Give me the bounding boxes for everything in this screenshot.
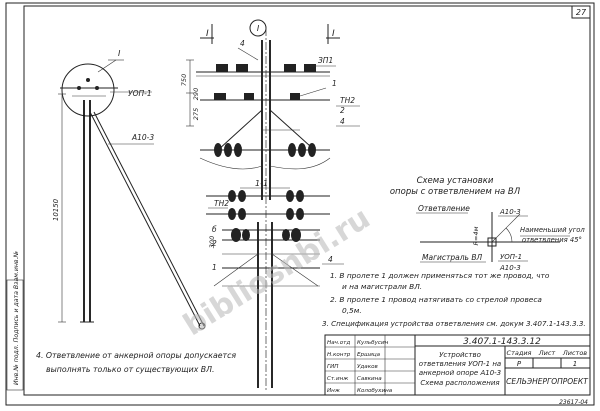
sheet-number: 27: [576, 8, 587, 17]
callout-zp1: ЗП1: [318, 56, 333, 65]
stamp-name-0: Кульбусин: [357, 340, 389, 346]
inner-frame: [23, 5, 591, 396]
title-block: Нач.отд Н.контр ГИП Ст.инж Инж Кульбусин…: [324, 334, 591, 396]
detail-circle: [61, 63, 115, 117]
callout-4-low: 4: [328, 255, 333, 264]
stamp-title-1: Устройство: [439, 351, 481, 359]
scheme-label-uop: УОП-1: [500, 253, 522, 261]
note-4a: 4. Ответвление от анкерной опоры допуска…: [36, 351, 236, 360]
callout-1-low: 1: [212, 263, 217, 272]
callout-1: 1: [332, 79, 337, 88]
outer-frame: [5, 2, 595, 406]
svg-text:I: I: [257, 24, 260, 33]
section-mark-right: I: [332, 29, 335, 39]
note-3: 3. Спецификация устройства ответвления с…: [322, 319, 586, 328]
stamp-role-2: ГИП: [327, 364, 339, 370]
stamp-col-stage: Стадия: [507, 349, 532, 357]
center-elevation: I I I: [180, 19, 360, 392]
stamp-col-sheets: Листов: [562, 349, 587, 357]
dim-290: 290: [192, 88, 200, 100]
note-2b: 0,5м.: [342, 306, 362, 315]
dim-275: 275: [192, 108, 200, 120]
stamp-title-2: ответвления УОП-1 на: [419, 360, 501, 368]
stamp-title-3: анкерной опоре А10-3: [419, 369, 501, 377]
stamp-doc-code: 3.407.1-143.3.12: [463, 337, 541, 347]
stamp-title-4: Схема расположения: [420, 379, 499, 387]
stamp-name-3: Савкина: [357, 376, 382, 382]
left-mark-i: I: [118, 49, 121, 58]
left-pole-sketch: 10150 I УОП-1 А10-3: [52, 49, 206, 330]
stamp-name-4: Колобухина: [357, 388, 393, 394]
bottom-code: 23617-04: [559, 399, 588, 406]
scheme-label-a103-top: А10-3: [499, 208, 521, 216]
note-1b: и на магистрали ВЛ.: [342, 282, 422, 291]
note-1a: 1. В пролете 1 должен применяться тот же…: [330, 271, 550, 280]
sheet-number-box: [571, 5, 591, 19]
left-label-pole: А10-3: [131, 133, 154, 142]
installation-scheme: Схема установки опоры с ответвлением на …: [390, 176, 586, 272]
scheme-label-branch: Ответвление: [418, 204, 470, 213]
side-stamp: Инв.№ подл. Подпись и дата Взам.инв.№: [13, 251, 20, 385]
scheme-title-2: опоры с ответвлением на ВЛ: [390, 187, 521, 197]
callout-4-right: 4: [340, 117, 345, 126]
scheme-dim-r: R=4м: [472, 226, 480, 245]
notes: 1. В пролете 1 должен применяться тот же…: [36, 271, 586, 374]
stamp-col-sheet: Лист: [538, 349, 556, 357]
stamp-sheets-val: 1: [573, 360, 577, 368]
stamp-role-0: Нач.отд: [327, 340, 350, 346]
callout-tn2-bottom: ТН2: [214, 199, 229, 208]
callout-b: б: [212, 225, 217, 234]
callout-2: 2: [340, 106, 345, 115]
callout-2-low: 2: [212, 239, 217, 248]
stamp-org: СЕЛЬЭНЕРГОПРОЕКТ: [506, 377, 589, 386]
callout-tn2-top: ТН2: [340, 96, 355, 105]
scheme-label-angle-1: Наименьший угол: [520, 226, 585, 234]
left-label-uop: УОП-1: [128, 89, 152, 98]
stamp-name-2: Удаков: [357, 364, 378, 370]
side-stamp-box: [6, 279, 24, 391]
scheme-label-main: Магистраль ВЛ: [422, 253, 482, 262]
stamp-role-3: Ст.инж: [327, 376, 348, 382]
stamp-name-1: Ершица: [357, 352, 381, 358]
section-1-1-label: 1-1: [255, 179, 268, 188]
scheme-title-1: Схема установки: [417, 176, 494, 186]
callout-4-top: 4: [240, 39, 245, 48]
stamp-role-1: Н.контр: [327, 352, 351, 358]
dim-750: 750: [180, 74, 188, 86]
note-2a: 2. В пролете 1 провод натягивать со стре…: [330, 295, 542, 304]
stamp-stage-val: Р: [517, 360, 522, 368]
stamp-role-4: Инж: [327, 388, 340, 394]
scheme-label-angle-2: ответвления 45°: [522, 236, 582, 244]
note-4b: выполнять только от существующих ВЛ.: [46, 365, 214, 374]
dim-height: 10150: [52, 198, 60, 221]
section-mark-left: I: [206, 29, 209, 39]
dim-300: 300: [208, 236, 216, 248]
scheme-label-a103-bottom: А10-3: [499, 264, 521, 272]
